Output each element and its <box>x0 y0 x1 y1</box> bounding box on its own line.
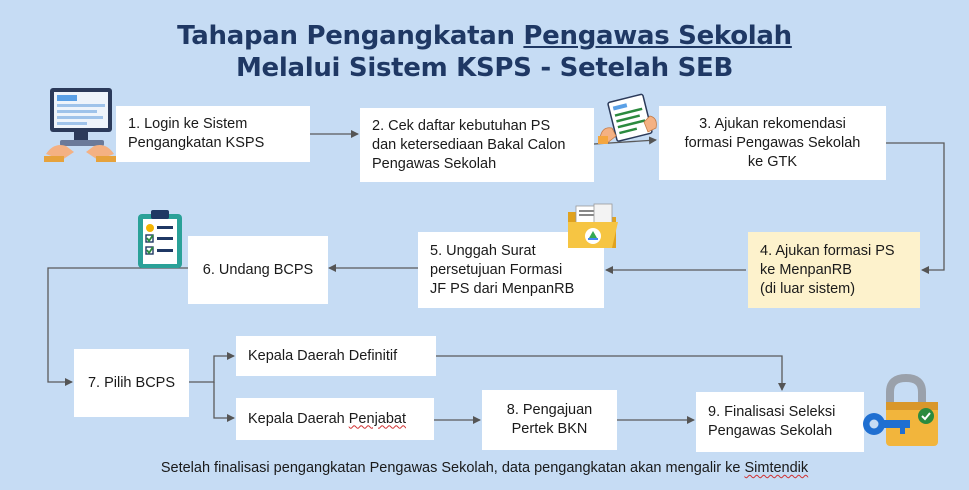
kepala-daerah-penjabat-box: Kepala Daerah Penjabat <box>236 398 434 440</box>
kepala-daerah-penjabat-word: Penjabat <box>348 410 407 427</box>
footer-prefix: Setelah finalisasi pengangkatan Pengawas… <box>160 460 745 476</box>
arrow-6-7 <box>47 267 188 386</box>
arrow-7-penjabat <box>213 382 235 422</box>
kepala-daerah-penjabat-prefix: Kepala Daerah <box>248 410 349 427</box>
step-2-box: 2. Cek daftar kebutuhan PS dan ketersedi… <box>360 108 594 182</box>
step-7-label: 7. Pilih BCPS <box>87 374 176 391</box>
kepala-daerah-definitif-box: Kepala Daerah Definitif <box>236 336 436 376</box>
kepala-daerah-definitif-label: Kepala Daerah Definitif <box>248 347 398 364</box>
step-2-label: 2. Cek daftar kebutuhan PS dan ketersedi… <box>372 117 566 172</box>
title-underlined: Pengawas Sekolah <box>523 21 792 51</box>
form-checklist-icon <box>598 93 657 144</box>
step-6-label: 6. Undang BCPS <box>202 261 314 278</box>
arrow-definitif-9 <box>436 355 786 391</box>
arrow-7-definitif <box>189 352 235 383</box>
footer-note: Setelah finalisasi pengangkatan Pengawas… <box>0 460 969 476</box>
title-line-2: Melalui Sistem KSPS - Setelah SEB <box>235 53 734 83</box>
arrow-3-4 <box>886 142 945 274</box>
title-line-1: Tahapan Pengangkatan Pengawas Sekolah <box>0 20 969 52</box>
folder-upload-icon <box>568 203 618 248</box>
step-1-label: 1. Login ke Sistem Pengangkatan KSPS <box>128 116 265 151</box>
step-1-box: 1. Login ke Sistem Pengangkatan KSPS <box>116 106 310 162</box>
title-prefix: Tahapan Pengangkatan <box>177 21 524 51</box>
step-9-label: 9. Finalisasi Seleksi Pengawas Sekolah <box>708 404 836 439</box>
step-8-box: 8. Pengajuan Pertek BKN <box>482 390 617 450</box>
clipboard-checklist-icon <box>138 210 182 268</box>
step-9-box: 9. Finalisasi Seleksi Pengawas Sekolah <box>696 392 864 452</box>
step-5-label: 5. Unggah Surat persetujuan Formasi JF P… <box>430 242 575 297</box>
step-8-label: 8. Pengajuan Pertek BKN <box>506 402 593 437</box>
step-4-box: 4. Ajukan formasi PS ke MenpanRB (di lua… <box>748 232 920 308</box>
step-3-label: 3. Ajukan rekomendasi formasi Pengawas S… <box>684 115 861 170</box>
step-4-label: 4. Ajukan formasi PS ke MenpanRB (di lua… <box>760 242 895 297</box>
step-5-box: 5. Unggah Surat persetujuan Formasi JF P… <box>418 232 604 308</box>
step-7-box: 7. Pilih BCPS <box>74 349 189 417</box>
step-6-box: 6. Undang BCPS <box>188 236 328 304</box>
kepala-daerah-penjabat-label: Kepala Daerah Penjabat <box>248 410 406 429</box>
computer-login-icon <box>44 88 116 162</box>
footer-simtendik: Simtendik <box>744 460 809 476</box>
padlock-key-icon <box>863 373 938 446</box>
step-3-box: 3. Ajukan rekomendasi formasi Pengawas S… <box>659 106 886 180</box>
